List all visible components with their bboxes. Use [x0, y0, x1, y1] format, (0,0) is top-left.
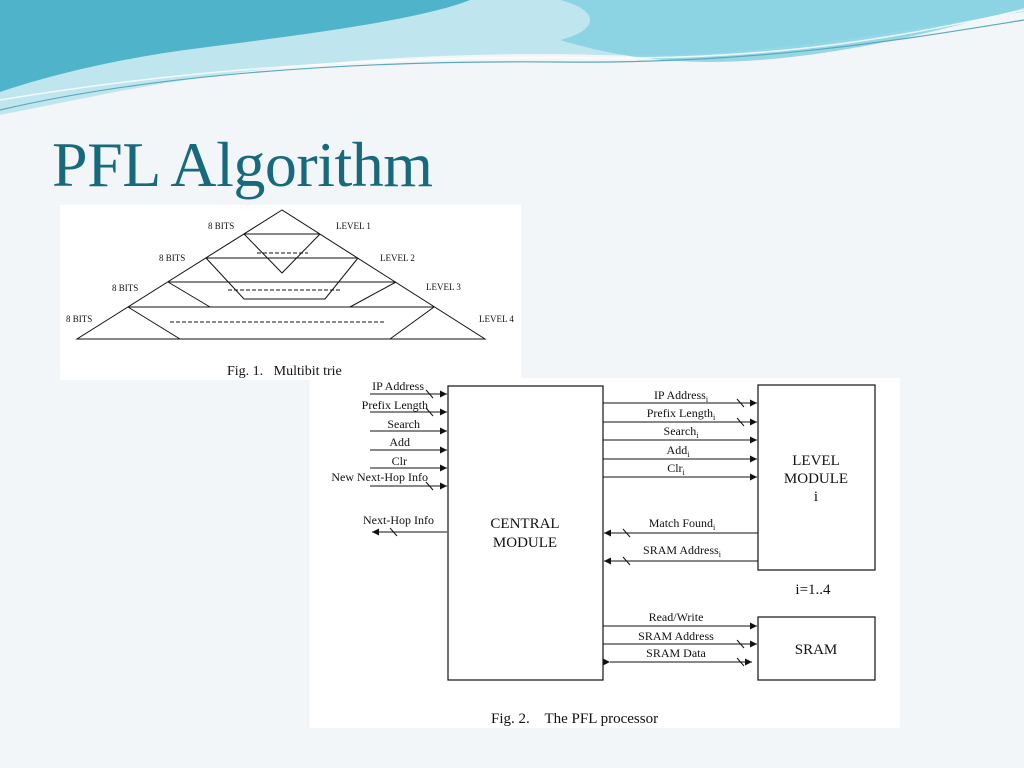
multibit-trie-figure: 8 BITS 8 BITS 8 BITS 8 BITS LEVEL 1 LEVE…	[60, 205, 521, 380]
central-module-label-2: MODULE	[493, 535, 557, 551]
bus-slash-marks-level	[622, 398, 745, 566]
level-module-label-1: LEVEL	[792, 453, 839, 469]
trie-diagram	[75, 209, 487, 340]
input-label-add: Add	[389, 435, 410, 449]
subtrie-level-2	[205, 257, 359, 300]
slide-title: PFL Algorithm	[52, 129, 433, 200]
subtrie-level-3-left	[167, 281, 211, 308]
bus-slash-marks	[389, 389, 434, 537]
input-label-prefix-length: Prefix Length	[362, 398, 428, 412]
bits-label-4: 8 BITS	[66, 314, 92, 324]
subtrie-level-3-right	[349, 281, 397, 308]
level-signal-add: Addi	[667, 443, 691, 459]
sram-signal-data: SRAM Data	[646, 646, 706, 660]
bus-slash-marks-sram	[736, 639, 745, 667]
fig2-caption: Fig. 2. The PFL processor	[491, 711, 658, 727]
bits-label-3: 8 BITS	[112, 283, 138, 293]
central-module-label-1: CENTRAL	[490, 516, 559, 532]
input-label-clr: Clr	[392, 454, 407, 468]
pfl-processor-figure: CENTRAL MODULE LEVEL MODULE i i=1..4 SRA…	[310, 378, 900, 728]
input-label-ip-address: IP Address	[372, 379, 424, 393]
header-wave-decoration	[0, 0, 1024, 115]
level-module-box	[757, 384, 876, 571]
input-label-new-next-hop-info: New Next-Hop Info	[331, 470, 428, 484]
bits-label-2: 8 BITS	[159, 253, 185, 263]
sram-signal-address: SRAM Address	[638, 629, 714, 643]
output-label-next-hop-info: Next-Hop Info	[363, 513, 434, 527]
subtrie-level-4-right	[389, 306, 435, 340]
subtrie-level-1	[243, 233, 321, 274]
level-module-label-3: i	[814, 489, 818, 505]
level-label-2: LEVEL 2	[380, 253, 415, 263]
level-label-4: LEVEL 4	[479, 314, 514, 324]
level-range-label: i=1..4	[795, 582, 831, 598]
level-label-3: LEVEL 3	[426, 282, 461, 292]
fig1-caption: Fig. 1. Multibit trie	[227, 364, 342, 379]
level-signal-search: Searchi	[664, 424, 700, 440]
level-module-label-2: MODULE	[784, 471, 848, 487]
level-signal-clr: Clri	[667, 461, 685, 477]
level-signal-match-found: Match Foundi	[649, 516, 716, 532]
level-label-1: LEVEL 1	[336, 221, 371, 231]
trie-outer-triangle	[75, 209, 487, 340]
subtrie-level-4-left	[127, 306, 181, 340]
level-signal-ip-address: IP Addressi	[654, 388, 709, 404]
sram-box	[757, 616, 876, 681]
sram-signal-read-write: Read/Write	[649, 610, 704, 624]
sram-box-label: SRAM	[795, 642, 838, 658]
bits-label-1: 8 BITS	[208, 221, 234, 231]
input-label-search: Search	[387, 417, 420, 431]
level-signal-sram-address: SRAM Addressi	[643, 543, 722, 559]
central-module-box	[447, 385, 604, 681]
level-signal-prefix-length: Prefix Lengthi	[647, 406, 716, 422]
